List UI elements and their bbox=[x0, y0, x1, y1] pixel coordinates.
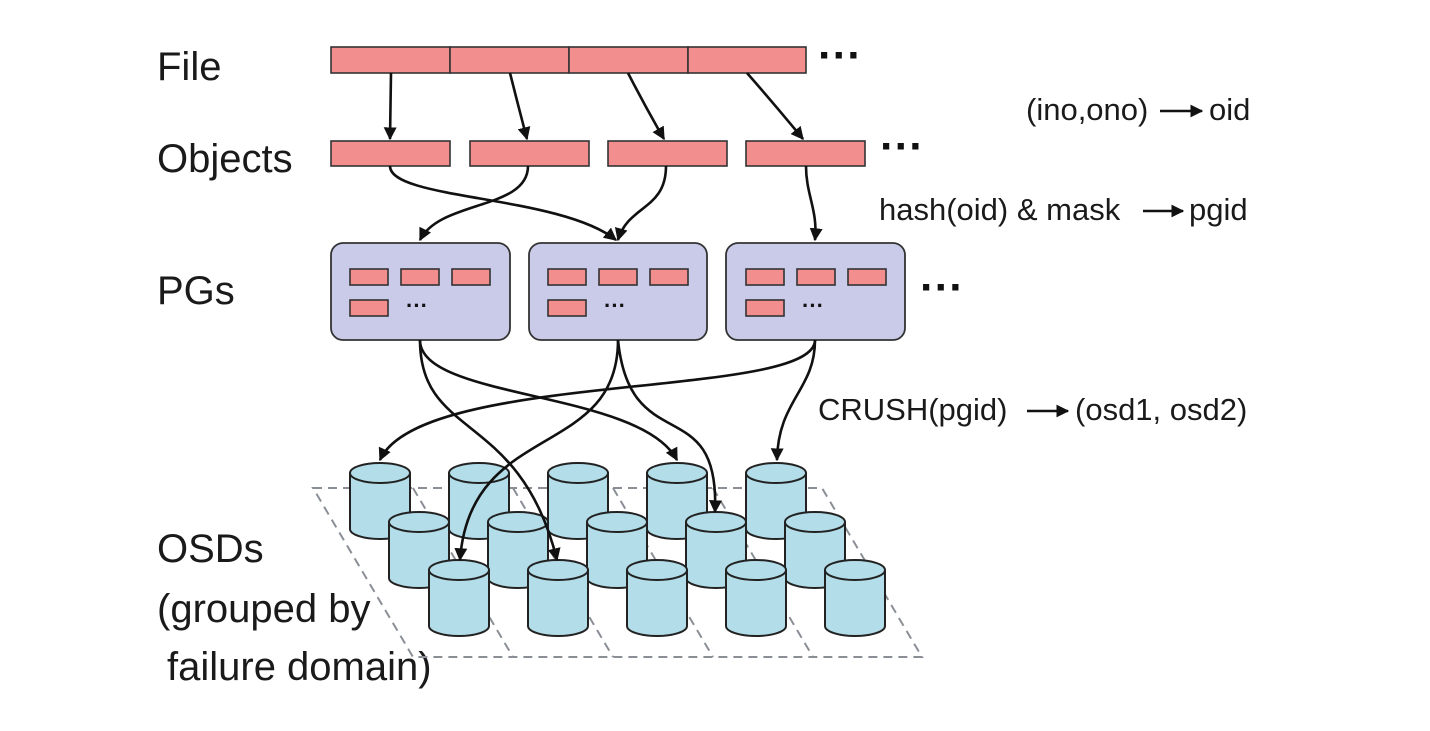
osd-cylinder-top bbox=[586, 511, 648, 533]
osd-cylinder-top bbox=[725, 559, 787, 581]
file-segment bbox=[568, 46, 689, 74]
file-segments bbox=[330, 46, 807, 74]
objects-to-pgs-annotation: hash(oid) & mask pgid bbox=[879, 192, 1248, 227]
file-segment bbox=[449, 46, 570, 74]
osd-cylinder-top bbox=[388, 511, 450, 533]
file-ellipsis: ··· bbox=[818, 31, 862, 80]
osd-cylinder bbox=[428, 559, 490, 637]
file-object-arrow bbox=[383, 72, 397, 141]
pg-object-ellipsis: ··· bbox=[604, 293, 626, 318]
pg-2: ··· bbox=[528, 242, 708, 341]
osds-row-label-line3: failure domain) bbox=[167, 645, 432, 689]
osd-cylinder-top bbox=[428, 559, 490, 581]
pg-osd-arrow bbox=[418, 339, 679, 462]
pgs-ellipsis: ··· bbox=[920, 263, 964, 312]
object-pg-arrow bbox=[418, 165, 530, 242]
annotation-output: pgid bbox=[1189, 192, 1248, 227]
object-pg-arrow bbox=[388, 165, 618, 242]
objects-row-label: Objects bbox=[157, 137, 293, 181]
pg-object-ellipsis: ··· bbox=[802, 293, 824, 318]
grid-outline bbox=[311, 487, 924, 658]
pg-osd-arrow bbox=[418, 339, 561, 562]
annotation-input: CRUSH(pgid) bbox=[818, 392, 1007, 427]
file-to-object-arrows bbox=[383, 72, 805, 141]
pg-object bbox=[598, 268, 638, 286]
pg-object-ellipsis: ··· bbox=[406, 293, 428, 318]
pg-1: ··· bbox=[330, 242, 511, 341]
osd-cylinder bbox=[527, 559, 589, 637]
object-block bbox=[469, 140, 590, 167]
pgs-row-label: PGs bbox=[157, 269, 235, 313]
osds-row-label: OSDs bbox=[157, 527, 264, 571]
object-block bbox=[745, 140, 866, 167]
pg-box bbox=[725, 242, 906, 341]
pg-object bbox=[649, 268, 689, 286]
osd-cylinder-top bbox=[824, 559, 886, 581]
osd-cylinders bbox=[349, 462, 886, 637]
pg-osd-arrow bbox=[454, 339, 620, 562]
pg-object bbox=[847, 268, 887, 286]
osd-cylinder-top bbox=[349, 462, 411, 484]
annotation-output: oid bbox=[1209, 92, 1250, 127]
pg-3: ··· bbox=[725, 242, 906, 341]
file-to-objects-annotation: (ino,ono) oid bbox=[1026, 92, 1250, 127]
pg-osd-arrow bbox=[770, 339, 817, 462]
pg-object bbox=[547, 299, 587, 317]
osd-cylinder-top bbox=[547, 462, 609, 484]
osd-cylinder-top bbox=[646, 462, 708, 484]
pg-object bbox=[400, 268, 440, 286]
pg-object bbox=[745, 268, 785, 286]
osd-cylinder-body bbox=[824, 570, 886, 637]
osd-cylinder-body bbox=[725, 570, 787, 637]
file-segment bbox=[330, 46, 451, 74]
annotation-input: (ino,ono) bbox=[1026, 92, 1148, 127]
osd-cylinder bbox=[725, 559, 787, 637]
object-block bbox=[330, 140, 451, 167]
pg-object bbox=[451, 268, 491, 286]
pg-object bbox=[796, 268, 836, 286]
osd-cylinder-top bbox=[487, 511, 549, 533]
pg-osd-arrow bbox=[378, 339, 817, 462]
osd-cylinder-body bbox=[527, 570, 589, 637]
pg-object bbox=[547, 268, 587, 286]
osd-cylinder-top bbox=[626, 559, 688, 581]
osd-cylinder-top bbox=[527, 559, 589, 581]
object-pg-arrow bbox=[614, 165, 668, 242]
pg-box bbox=[330, 242, 511, 341]
objects bbox=[330, 140, 866, 167]
object-block bbox=[607, 140, 728, 167]
pgs-to-osds-annotation: CRUSH(pgid) (osd1, osd2) bbox=[818, 392, 1247, 427]
osd-cylinder-top bbox=[685, 511, 747, 533]
osd-cylinder-top bbox=[784, 511, 846, 533]
osd-cylinder bbox=[626, 559, 688, 637]
file-object-arrow bbox=[508, 72, 531, 141]
file-object-arrow bbox=[626, 72, 666, 141]
osd-cylinder bbox=[824, 559, 886, 637]
file-object-arrow bbox=[746, 72, 805, 141]
annotation-input: hash(oid) & mask bbox=[879, 192, 1121, 227]
pg-object bbox=[745, 299, 785, 317]
osds-row-label-line2: (grouped by bbox=[157, 587, 370, 631]
object-to-pg-arrows bbox=[388, 165, 823, 242]
pg-box bbox=[528, 242, 708, 341]
file-segment bbox=[687, 46, 807, 74]
objects-ellipsis: ··· bbox=[880, 122, 924, 171]
osd-cylinder-body bbox=[428, 570, 490, 637]
pg-to-osd-arrows bbox=[378, 339, 817, 562]
pg-object bbox=[349, 268, 389, 286]
pg-object bbox=[349, 299, 389, 317]
annotation-output: (osd1, osd2) bbox=[1075, 392, 1247, 427]
osd-cylinder-top bbox=[745, 462, 807, 484]
pg-osd-arrow bbox=[616, 339, 722, 514]
file-row-label: File bbox=[157, 45, 221, 89]
object-pg-arrow bbox=[804, 165, 823, 242]
osd-cylinder-body bbox=[626, 570, 688, 637]
